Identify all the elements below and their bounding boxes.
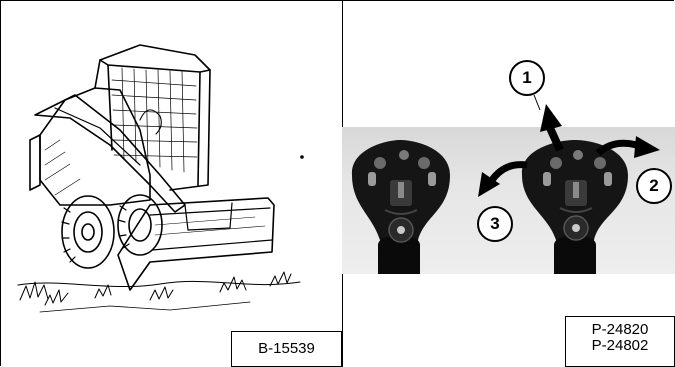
- figure-label-right: P-24820 P-24802: [565, 316, 675, 367]
- callout-2-number: 2: [647, 176, 661, 196]
- callout-3-number: 3: [488, 214, 502, 234]
- callout-1-number: 1: [520, 68, 534, 88]
- arrow-curve-left-icon: [478, 165, 527, 197]
- joystick-right-icon: [522, 140, 628, 274]
- figure-number-right-1: P-24820: [566, 322, 674, 338]
- figure-number-right-2: P-24802: [566, 338, 674, 354]
- joystick-left-icon: [352, 140, 450, 274]
- arrow-up-icon: [540, 104, 562, 150]
